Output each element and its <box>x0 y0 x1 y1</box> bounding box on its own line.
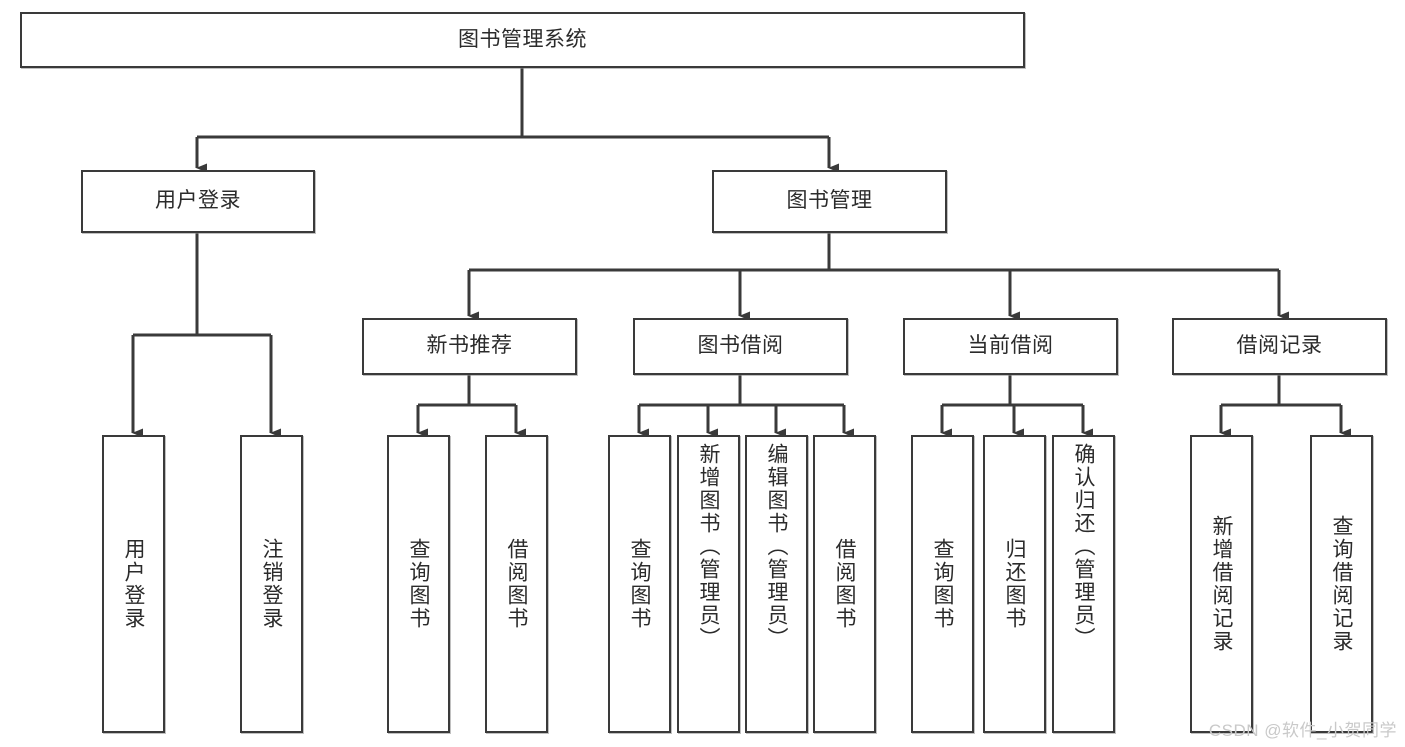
leaf-node-box[interactable]: 确认归还（管理员） <box>1052 435 1115 733</box>
root-node-box[interactable]: 图书管理系统 <box>20 12 1025 68</box>
leaf-node-label: 注销登录 <box>260 538 283 630</box>
level3-node-label: 借阅记录 <box>1236 334 1323 358</box>
level3-node-label: 新书推荐 <box>426 334 513 358</box>
leaf-node-box[interactable]: 借阅图书 <box>485 435 548 733</box>
leaf-node-label: 借阅图书 <box>505 538 528 630</box>
leaf-node-box[interactable]: 新增图书（管理员） <box>677 435 740 733</box>
level2-node-label: 用户登录 <box>155 189 241 213</box>
level3-node-box[interactable]: 新书推荐 <box>362 318 577 375</box>
level3-node-box[interactable]: 当前借阅 <box>903 318 1118 375</box>
leaf-node-box[interactable]: 查询借阅记录 <box>1310 435 1373 733</box>
leaf-node-box[interactable]: 查询图书 <box>911 435 974 733</box>
leaf-node-label: 查询图书 <box>628 538 651 630</box>
leaf-node-label: 编辑图书（管理员） <box>765 443 788 650</box>
leaf-node-label: 查询图书 <box>407 538 430 630</box>
leaf-node-box[interactable]: 编辑图书（管理员） <box>745 435 808 733</box>
leaf-node-box[interactable]: 查询图书 <box>387 435 450 733</box>
leaf-node-box[interactable]: 注销登录 <box>240 435 303 733</box>
level3-node-label: 当前借阅 <box>967 334 1054 358</box>
leaf-node-box[interactable]: 查询图书 <box>608 435 671 733</box>
leaf-node-label: 新增图书（管理员） <box>697 443 720 650</box>
leaf-node-box[interactable]: 新增借阅记录 <box>1190 435 1253 733</box>
root-node-label: 图书管理系统 <box>458 27 587 51</box>
leaf-node-label: 用户登录 <box>122 538 145 630</box>
leaf-node-label: 确认归还（管理员） <box>1072 443 1095 650</box>
connector-group <box>131 68 1351 438</box>
level2-node-box[interactable]: 图书管理 <box>712 170 947 233</box>
leaf-node-label: 归还图书 <box>1003 538 1026 630</box>
leaf-node-label: 查询图书 <box>931 538 954 630</box>
leaf-node-box[interactable]: 借阅图书 <box>813 435 876 733</box>
leaf-node-label: 借阅图书 <box>833 538 856 630</box>
leaf-node-box[interactable]: 归还图书 <box>983 435 1046 733</box>
level2-node-label: 图书管理 <box>786 189 873 213</box>
leaf-node-label: 新增借阅记录 <box>1210 515 1233 653</box>
level3-node-box[interactable]: 借阅记录 <box>1172 318 1387 375</box>
level2-node-box[interactable]: 用户登录 <box>81 170 315 233</box>
level3-node-box[interactable]: 图书借阅 <box>633 318 848 375</box>
leaf-node-box[interactable]: 用户登录 <box>102 435 165 733</box>
leaf-node-label: 查询借阅记录 <box>1330 515 1353 653</box>
csdn-watermark: CSDN @软件_小贺同学 <box>1208 721 1397 740</box>
level3-node-label: 图书借阅 <box>697 334 784 358</box>
